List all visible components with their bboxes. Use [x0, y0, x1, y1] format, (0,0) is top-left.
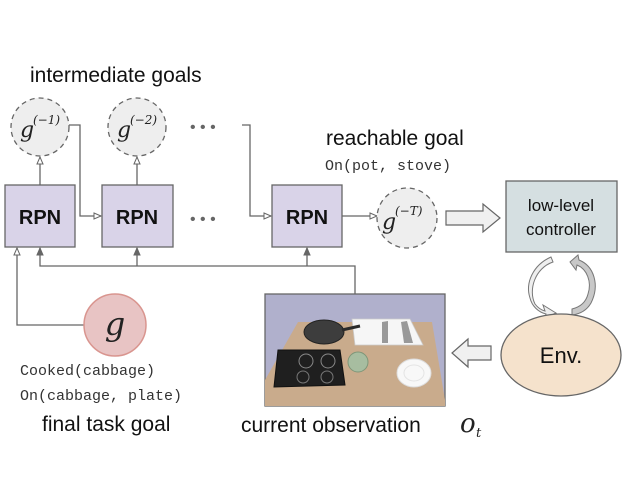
goal-node-2: g (−2) — [107, 97, 167, 157]
rpn-block-3: RPN — [271, 184, 343, 248]
goal-node-2-superscript: (−2) — [130, 113, 157, 127]
final-task-goal-label: final task goal — [42, 413, 170, 436]
final-goal-predicate-1: Cooked(cabbage) — [20, 363, 155, 380]
rpn-block-3-label: RPN — [286, 207, 328, 229]
reachable-goal-superscript: (−T) — [395, 204, 423, 218]
observation-symbol: o — [460, 409, 476, 439]
goal-node-2-base: g — [117, 118, 131, 143]
current-observation-label: current observation — [241, 414, 421, 437]
low-level-controller: low-level controller — [505, 180, 618, 253]
goal-node-1-base: g — [20, 118, 34, 143]
edge-final-goal-to-rpn1 — [13, 246, 84, 326]
ellipsis-top: • • • — [190, 119, 216, 136]
edge-observation-to-rpn1 — [36, 246, 356, 294]
arrow-to-controller-icon — [445, 202, 501, 234]
edge-ellipsis-to-rpn3 — [242, 124, 273, 220]
rpn-block-1-label: RPN — [19, 207, 61, 229]
environment-label: Env. — [540, 343, 582, 368]
cycle-arrows-icon — [528, 254, 596, 319]
goal-node-1: g (−1) — [10, 97, 70, 157]
ellipsis-middle: • • • — [190, 211, 216, 228]
edge-goal1-to-rpn2 — [69, 124, 103, 220]
observation-image — [264, 293, 446, 407]
rpn-block-2: RPN — [101, 184, 174, 248]
observation-subscript: t — [476, 426, 482, 441]
goal-node-1-superscript: (−1) — [33, 113, 60, 127]
controller-label-line1: low-level — [528, 196, 594, 215]
reachable-goal-predicate: On(pot, stove) — [325, 158, 451, 175]
reachable-goal-base: g — [382, 210, 396, 235]
reachable-goal-node: g (−T) — [376, 187, 438, 249]
rpn-block-1: RPN — [4, 184, 76, 248]
intermediate-goals-label: intermediate goals — [30, 64, 202, 87]
final-goal-base: g — [105, 305, 125, 343]
final-goal-predicate-2: On(cabbage, plate) — [20, 388, 182, 405]
arrow-to-observation-icon — [451, 337, 492, 369]
reachable-goal-label: reachable goal — [326, 127, 464, 150]
rpn-block-2-label: RPN — [116, 207, 158, 229]
environment-node: Env. — [500, 313, 622, 397]
final-goal-node: g — [83, 293, 147, 357]
controller-label-line2: controller — [526, 220, 596, 239]
